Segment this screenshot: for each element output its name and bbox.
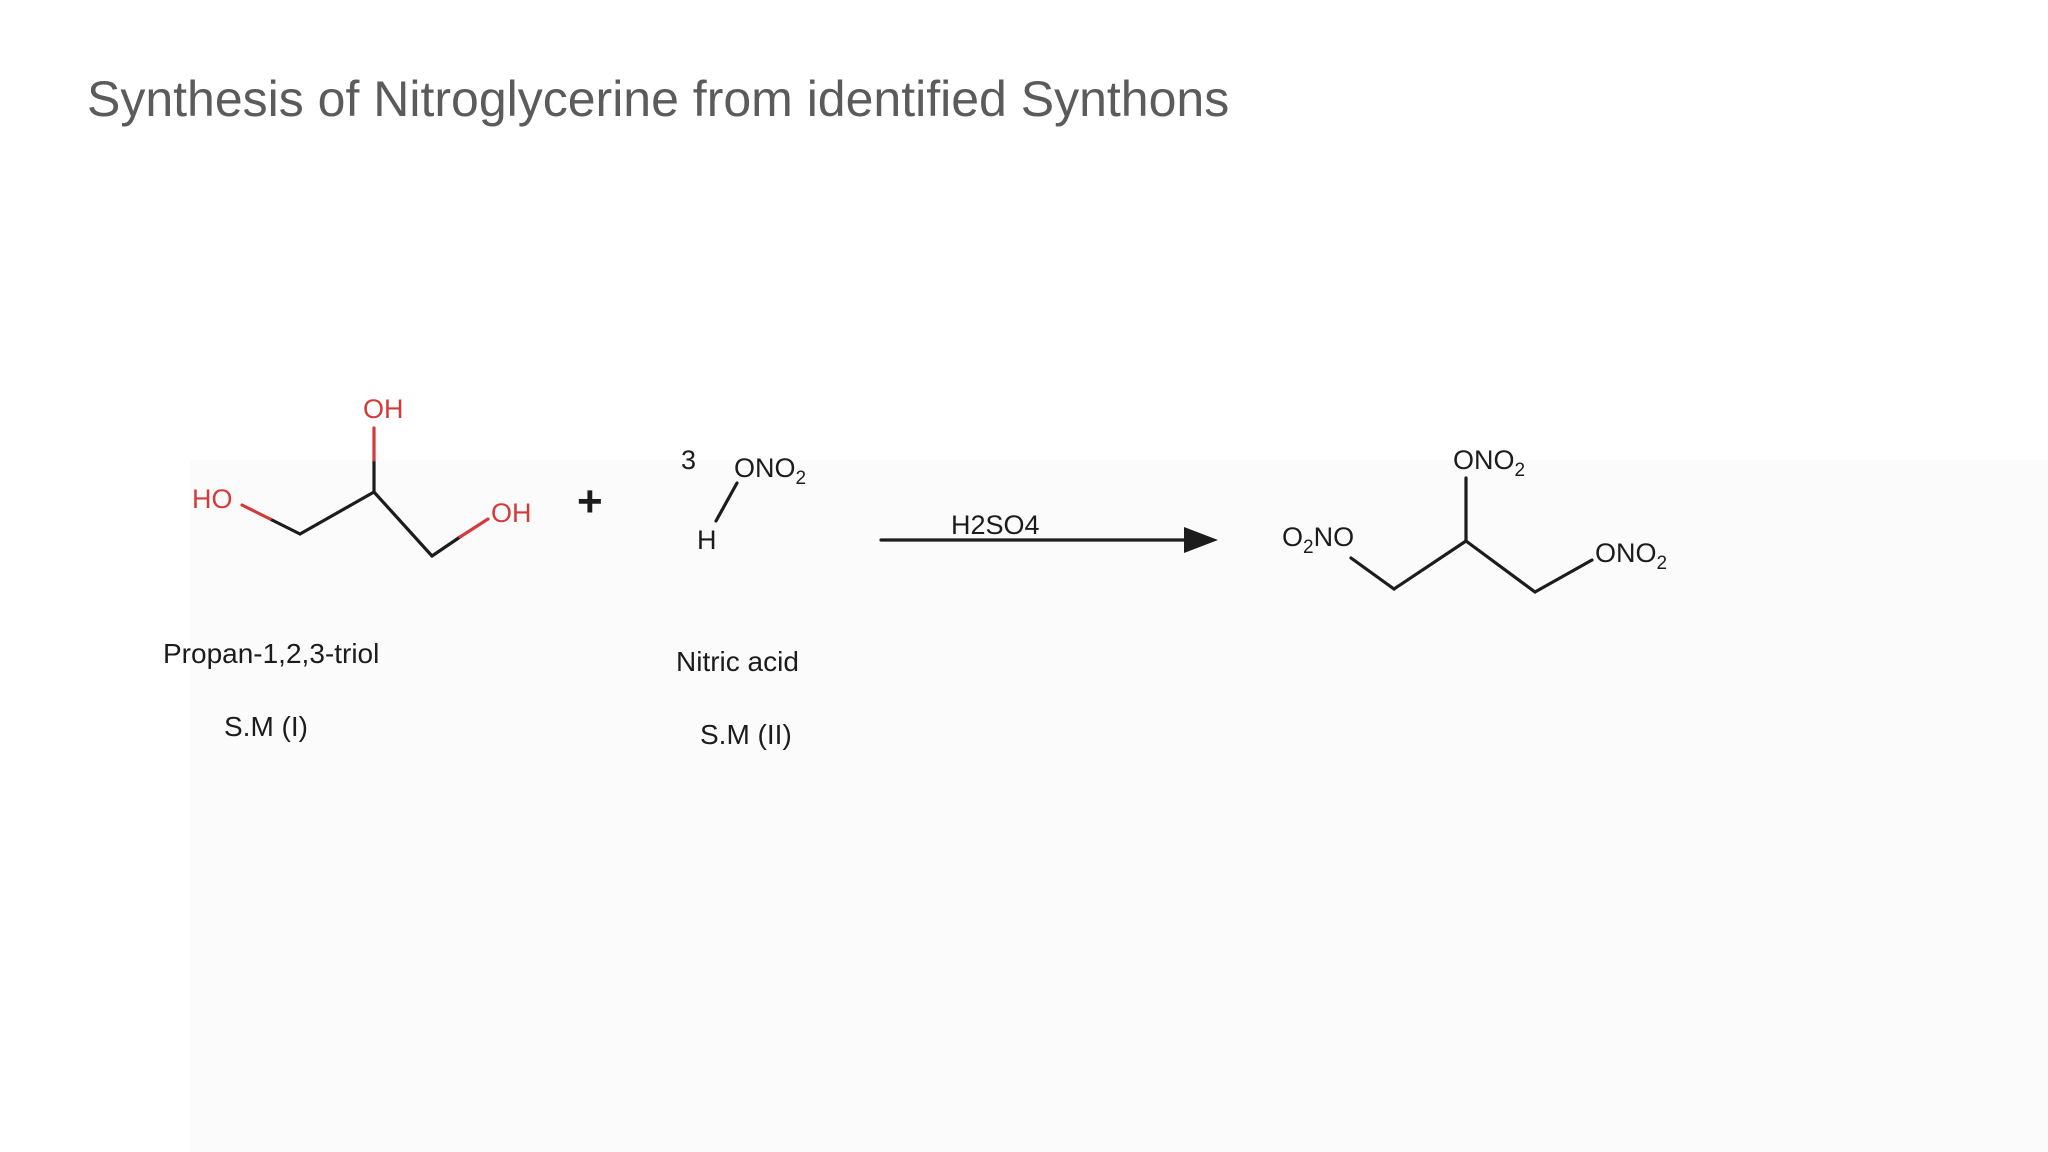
product-ono2-right: ONO2	[1595, 538, 1667, 574]
atom-ho-left: HO	[192, 484, 233, 514]
group-ono2: ONO2	[734, 453, 806, 489]
bond-o-red-right	[458, 517, 490, 539]
bond-c2-c3	[372, 490, 434, 558]
reactant1-name: Propan-1,2,3-triol	[163, 638, 379, 669]
bond-o-red-left	[240, 503, 272, 521]
bond-c2-c3	[1464, 539, 1537, 594]
bond-h-o	[714, 481, 739, 523]
product-ono2-top: ONO2	[1453, 445, 1525, 481]
reactant-glycerol: OH HO OH Propan-1,2,3-triol S.M (I)	[163, 394, 532, 742]
reactant2-name: Nitric acid	[676, 646, 799, 677]
bond-c1-o	[268, 517, 302, 536]
atom-oh-right: OH	[491, 498, 532, 528]
reactant-nitric-acid: 3 ONO2 H Nitric acid S.M (II)	[676, 445, 806, 750]
reactant1-code: S.M (I)	[224, 711, 308, 742]
atom-h: H	[697, 525, 717, 555]
bond-o-c1	[1349, 556, 1396, 591]
reactant2-code: S.M (II)	[700, 719, 792, 750]
bond-c3-o	[430, 535, 462, 558]
plus-sign: +	[577, 477, 603, 526]
stoichiometric-coefficient: 3	[681, 445, 696, 475]
product-nitroglycerine: ONO2 O2NO ONO2	[1282, 445, 1667, 594]
bond-c1-c2	[1392, 539, 1468, 591]
atom-oh-top: OH	[363, 394, 404, 424]
slide-title: Synthesis of Nitroglycerine from identif…	[87, 71, 1230, 127]
reaction-arrow: H2SO4	[879, 510, 1218, 553]
background-panel	[190, 460, 2048, 1152]
arrowhead	[1184, 527, 1218, 553]
bond-c1-c2	[298, 490, 376, 536]
bond-c3-o	[1533, 558, 1594, 594]
reagent-label: H2SO4	[951, 510, 1040, 540]
product-o2no-left: O2NO	[1282, 522, 1354, 558]
